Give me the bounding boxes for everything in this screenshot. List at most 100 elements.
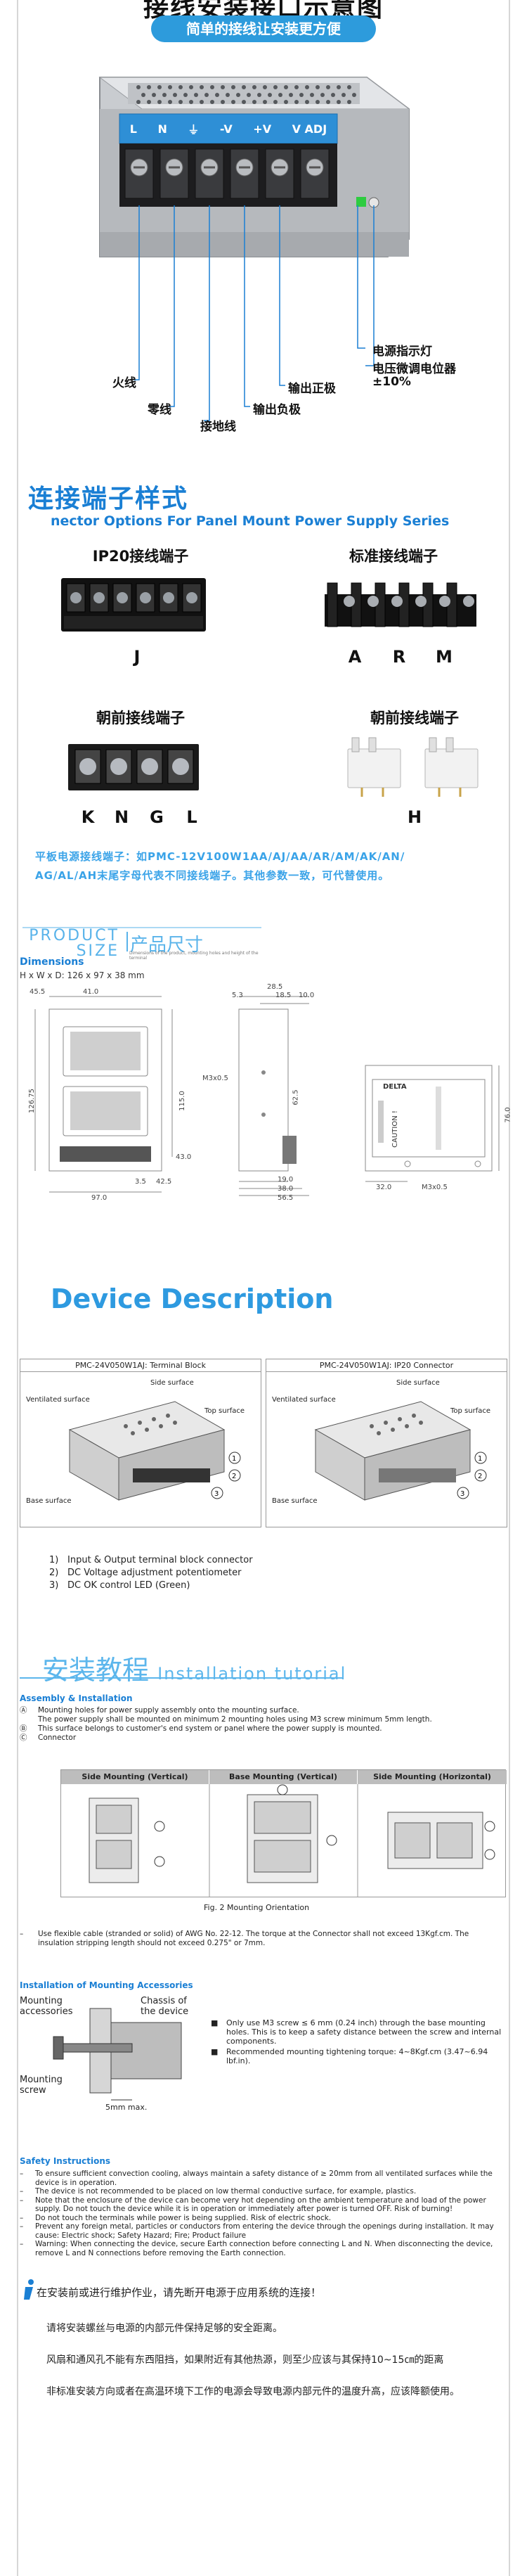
safety-dash: – — [20, 2213, 24, 2222]
dim-side-h1: 62.5 — [292, 1089, 300, 1106]
terminal-label-pos: +V — [253, 122, 272, 136]
std-letter-m: M — [436, 647, 453, 667]
device-right-side-label: Side surface — [396, 1379, 440, 1387]
accessories-heading: Installation of Mounting Accessories — [20, 1980, 193, 1990]
front-letter-g: G — [150, 807, 164, 827]
front-title-right: 朝前接线端子 — [370, 710, 459, 726]
info-icon — [24, 2279, 34, 2300]
dim-front-b: 42.5 — [156, 1178, 172, 1186]
assembly-item: Ⓑ This surface belongs to customer's end … — [20, 1724, 505, 1734]
device-item-text: DC Voltage adjustment potentiometer — [67, 1568, 242, 1578]
svg-text:2: 2 — [232, 1473, 236, 1480]
device-items-list: 1) Input & Output terminal block connecto… — [49, 1554, 253, 1592]
dimension-tiny-caption: Dimensions of the product, mounting hole… — [129, 951, 259, 961]
dim-front-a: 3.5 — [135, 1178, 146, 1186]
assembly-item-key: Ⓐ — [20, 1706, 27, 1715]
cable-note-row: –Use flexible cable (stranded or solid) … — [20, 1930, 505, 1948]
acc-label-chassis: Chassis of the device — [141, 1996, 189, 2017]
safety-item: –To ensure sufficient convection cooling… — [20, 2170, 505, 2187]
front-letter-k: K — [81, 807, 95, 827]
dim-top-hole: M3x0.5 — [422, 1184, 448, 1191]
device-right-caption: PMC-24V050W1AJ: IP20 Connector — [266, 1359, 507, 1372]
device-item-num: 2) — [49, 1568, 59, 1578]
terminals-subheading: nector Options For Panel Mount Power Sup… — [51, 513, 450, 529]
std-title: 标准接线端子 — [349, 548, 438, 565]
svg-text:1: 1 — [232, 1455, 236, 1463]
assembly-item-key: Ⓑ — [20, 1724, 27, 1733]
svg-text:3: 3 — [214, 1490, 219, 1498]
cable-note-dash: – — [20, 1930, 24, 1938]
accessories-list: ■Only use M3 screw ≤ 6 mm (0.24 inch) th… — [211, 2018, 506, 2067]
terminal-label-l: L — [129, 122, 137, 136]
assembly-item: The power supply shall be mounted on min… — [20, 1715, 505, 1724]
assembly-item-key: Ⓒ — [20, 1734, 27, 1742]
device-left-base-label: Base surface — [26, 1497, 72, 1505]
callout-pot: 电压微调电位器 — [372, 362, 456, 376]
dimensions-label: Dimensions — [20, 956, 84, 968]
mounting-figure-caption: Fig. 2 Mounting Orientation — [204, 1903, 310, 1912]
safety-list: –To ensure sufficient convection cooling… — [20, 2170, 505, 2257]
mounting-orientation-diagrams — [89, 1784, 495, 1897]
callout-neg-out: 输出负极 — [253, 403, 301, 417]
front-terminal-left-image — [68, 744, 199, 790]
front-title-left: 朝前接线端子 — [96, 710, 185, 726]
device-right-top-label: Top surface — [450, 1407, 491, 1415]
dim-side-d2: 18.5 — [275, 992, 292, 999]
page-frame — [17, 0, 510, 2576]
ip20-title: IP20接线端子 — [92, 548, 189, 565]
device-left-image: 1 2 3 — [68, 1401, 241, 1501]
device-item-text: Input & Output terminal block connector — [67, 1555, 253, 1565]
device-left-panel: PMC-24V050W1AJ: Terminal Block 1 2 3 Sid… — [20, 1359, 261, 1527]
terminals-note: 平板电源接线端子：如PMC-12V100W1AA/AJ/AA/AR/AM/AK/… — [35, 847, 492, 885]
device-right-base-label: Base surface — [272, 1497, 318, 1505]
device-item: 3)DC OK control LED (Green) — [49, 1579, 253, 1592]
accessories-item: ■Only use M3 screw ≤ 6 mm (0.24 inch) th… — [211, 2018, 506, 2046]
terminals-heading: 连接端子样式 — [28, 485, 189, 513]
assembly-item-text: This surface belongs to customer's end s… — [38, 1724, 382, 1733]
safety-dash: – — [20, 2240, 24, 2248]
callout-led: 电源指示灯 — [372, 345, 432, 359]
terminal-label-n: N — [157, 122, 167, 136]
vent-pattern — [136, 85, 356, 104]
dimension-heading-cn: 产品尺寸 — [130, 935, 204, 956]
terminal-label-ground: ⏚ — [188, 123, 200, 136]
dimension-side-view — [238, 996, 309, 1196]
mount-head-side-vertical: Side Mounting (Vertical) — [61, 1770, 209, 1784]
cn-note-3: 非标准安装方向或者在高温环境下工作的电源会导致电源内部元件的温度升高，应该降额使… — [46, 2386, 460, 2397]
dim-top-caution: CAUTION ! — [391, 1110, 399, 1148]
assembly-item-key — [20, 1715, 38, 1724]
assembly-heading: Assembly & Installation — [20, 1693, 133, 1703]
dim-side-d4: 5.3 — [232, 992, 243, 999]
safety-item: – Warning: When connecting the device, se… — [20, 2240, 505, 2257]
dim-front-w1: 41.0 — [83, 988, 99, 996]
front-letter-h: H — [407, 807, 422, 827]
acc-label-screw: Mounting screw — [20, 2075, 63, 2096]
dim-side-e2: 38.0 — [278, 1185, 294, 1193]
device-item: 2) DC Voltage adjustment potentiometer — [49, 1567, 253, 1579]
cn-tip: 在安装前或进行维护作业，请先断开电源于应用系统的连接！ — [37, 2286, 322, 2299]
cn-note-2: 风扇和通风孔不能有东西阻挡，如果附近有其他热源，则至少应该与其保持10~15㎝的… — [46, 2354, 444, 2366]
safety-item-text: The device is not recommended to be plac… — [35, 2187, 417, 2196]
mount-head-side-horizontal: Side Mounting (Horizontal) — [358, 1770, 507, 1784]
mounting-orientation-table: Side Mounting (Vertical) Base Mounting (… — [60, 1769, 507, 1897]
safety-item: –The device is not recommended to be pla… — [20, 2187, 505, 2196]
dim-front-hole: 115.0 — [178, 1091, 186, 1111]
dimension-top-view — [365, 1065, 500, 1182]
acc-label-max: 5mm max. — [105, 2103, 148, 2112]
dimension-heading-band — [22, 927, 261, 951]
device-item-num: 1) — [49, 1555, 59, 1565]
cable-note: –Use flexible cable (stranded or solid) … — [20, 1930, 505, 1948]
device-right-image: 1 2 3 — [314, 1401, 487, 1501]
safety-item-text: Prevent any foreign metal, particles or … — [35, 2222, 494, 2240]
device-item-text: DC OK control LED (Green) — [67, 1580, 190, 1591]
psu-photo — [98, 77, 410, 257]
safety-item-text: Warning: When connecting the device, sec… — [35, 2240, 493, 2257]
dimension-front-view — [34, 996, 173, 1193]
accessories-item: ■Recommended mounting tightening torque:… — [211, 2047, 506, 2065]
callout-pot-range: ±10% — [372, 375, 411, 389]
safety-item: –Do not touch the terminals while power … — [20, 2214, 505, 2223]
front-terminal-right-image — [347, 737, 479, 797]
